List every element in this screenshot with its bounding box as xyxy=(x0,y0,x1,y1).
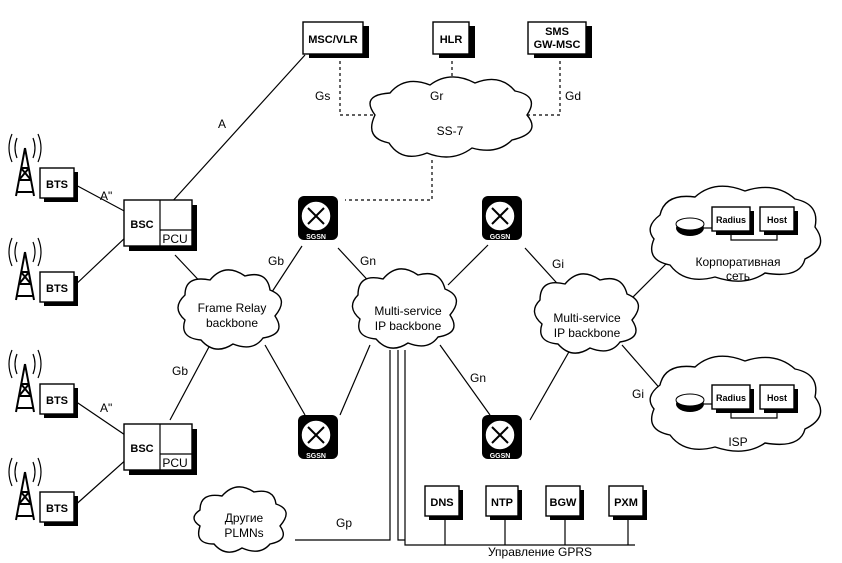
ss7-cloud: SS-7 xyxy=(369,76,533,158)
gprs-management-label: Управление GPRS xyxy=(488,545,592,559)
svg-text:PXM: PXM xyxy=(614,497,638,509)
svg-text:Gb: Gb xyxy=(172,364,188,378)
ms-ip-backbone-cloud-2: Multi-service IP backbone xyxy=(533,273,640,354)
svg-text:SMS: SMS xyxy=(545,26,569,38)
svg-text:BGW: BGW xyxy=(550,497,578,509)
svg-text:ISP: ISP xyxy=(728,435,747,449)
svg-text:Gr: Gr xyxy=(430,89,443,103)
tower-4 xyxy=(8,457,42,521)
tower-2 xyxy=(8,237,42,301)
pxm-box: PXM xyxy=(608,485,647,520)
bsc-unit-bottom: BSC PCU xyxy=(123,423,197,475)
svg-text:Gs: Gs xyxy=(315,89,330,103)
svg-text:SGSN: SGSN xyxy=(306,453,326,460)
svg-text:HLR: HLR xyxy=(440,34,463,46)
svg-text:PCU: PCU xyxy=(162,232,187,246)
msc-vlr-box: MSC/VLR xyxy=(302,21,369,58)
svg-text:GGSN: GGSN xyxy=(490,453,511,460)
svg-text:A": A" xyxy=(100,401,112,415)
svg-text:Gb: Gb xyxy=(268,254,284,268)
svg-text:Gn: Gn xyxy=(360,254,376,268)
svg-text:SS-7: SS-7 xyxy=(437,124,464,138)
svg-text:A": A" xyxy=(100,189,112,203)
bts-box-3: BTS xyxy=(39,383,78,418)
svg-text:MSC/VLR: MSC/VLR xyxy=(308,34,358,46)
svg-text:NTP: NTP xyxy=(491,497,513,509)
other-plmns-cloud: Другие PLMNs xyxy=(193,486,287,553)
svg-text:BTS: BTS xyxy=(46,395,68,407)
svg-text:Host: Host xyxy=(767,215,787,225)
svg-text:backbone: backbone xyxy=(206,316,258,330)
svg-text:DNS: DNS xyxy=(430,497,453,509)
svg-text:Gd: Gd xyxy=(565,89,581,103)
bgw-box: BGW xyxy=(545,485,584,520)
ntp-box: NTP xyxy=(485,485,522,520)
svg-text:Radius: Radius xyxy=(716,393,746,403)
svg-text:BSC: BSC xyxy=(130,219,153,231)
svg-text:Gi: Gi xyxy=(632,387,644,401)
svg-text:BTS: BTS xyxy=(46,179,68,191)
svg-text:BTS: BTS xyxy=(46,283,68,295)
ms-ip-backbone-cloud-1: Multi-service IP backbone xyxy=(351,268,458,349)
bts-box-2: BTS xyxy=(39,271,78,306)
svg-text:Radius: Radius xyxy=(716,215,746,225)
svg-text:Gi: Gi xyxy=(552,257,564,271)
svg-text:IP backbone: IP backbone xyxy=(375,319,442,333)
svg-text:Host: Host xyxy=(767,393,787,403)
svg-text:A: A xyxy=(218,117,226,131)
hlr-box: HLR xyxy=(432,21,475,58)
interface-labels: A A" A" Gs Gr Gd Gb Gb Gn Gn Gi Gi Gp xyxy=(100,89,644,530)
svg-text:Multi-service: Multi-service xyxy=(553,311,621,325)
svg-text:BSC: BSC xyxy=(130,443,153,455)
tower-3 xyxy=(8,349,42,413)
svg-text:Frame Relay: Frame Relay xyxy=(198,301,267,315)
corporate-network-cloud: Radius Host Корпоративная сеть xyxy=(649,185,822,283)
isp-cloud: Radius Host ISP xyxy=(649,355,822,452)
sgsn-router-top: SGSN xyxy=(297,195,339,241)
svg-text:GGSN: GGSN xyxy=(490,234,511,241)
svg-text:сеть: сеть xyxy=(726,269,750,283)
bts-box-4: BTS xyxy=(39,491,78,526)
ggsn-router-bottom: GGSN xyxy=(481,414,523,460)
svg-text:IP backbone: IP backbone xyxy=(554,326,621,340)
frame-relay-cloud: Frame Relay backbone xyxy=(177,269,283,350)
tower-1 xyxy=(8,133,42,197)
svg-text:SGSN: SGSN xyxy=(306,234,326,241)
svg-text:Gn: Gn xyxy=(470,371,486,385)
svg-text:GW-MSC: GW-MSC xyxy=(534,39,581,51)
sgsn-router-bottom: SGSN xyxy=(297,414,339,460)
svg-text:Корпоративная: Корпоративная xyxy=(696,255,781,269)
dns-box: DNS xyxy=(424,485,463,520)
svg-text:Gp: Gp xyxy=(336,516,352,530)
bsc-unit-top: BSC PCU xyxy=(123,199,197,251)
ggsn-router-top: GGSN xyxy=(481,195,523,241)
svg-text:BTS: BTS xyxy=(46,503,68,515)
svg-text:PLMNs: PLMNs xyxy=(224,526,263,540)
svg-text:Multi-service: Multi-service xyxy=(374,304,442,318)
svg-text:PCU: PCU xyxy=(162,456,187,470)
sms-gw-msc-box: SMS GW-MSC xyxy=(527,21,592,58)
bts-box-1: BTS xyxy=(39,167,78,202)
svg-text:Другие: Другие xyxy=(225,511,264,525)
